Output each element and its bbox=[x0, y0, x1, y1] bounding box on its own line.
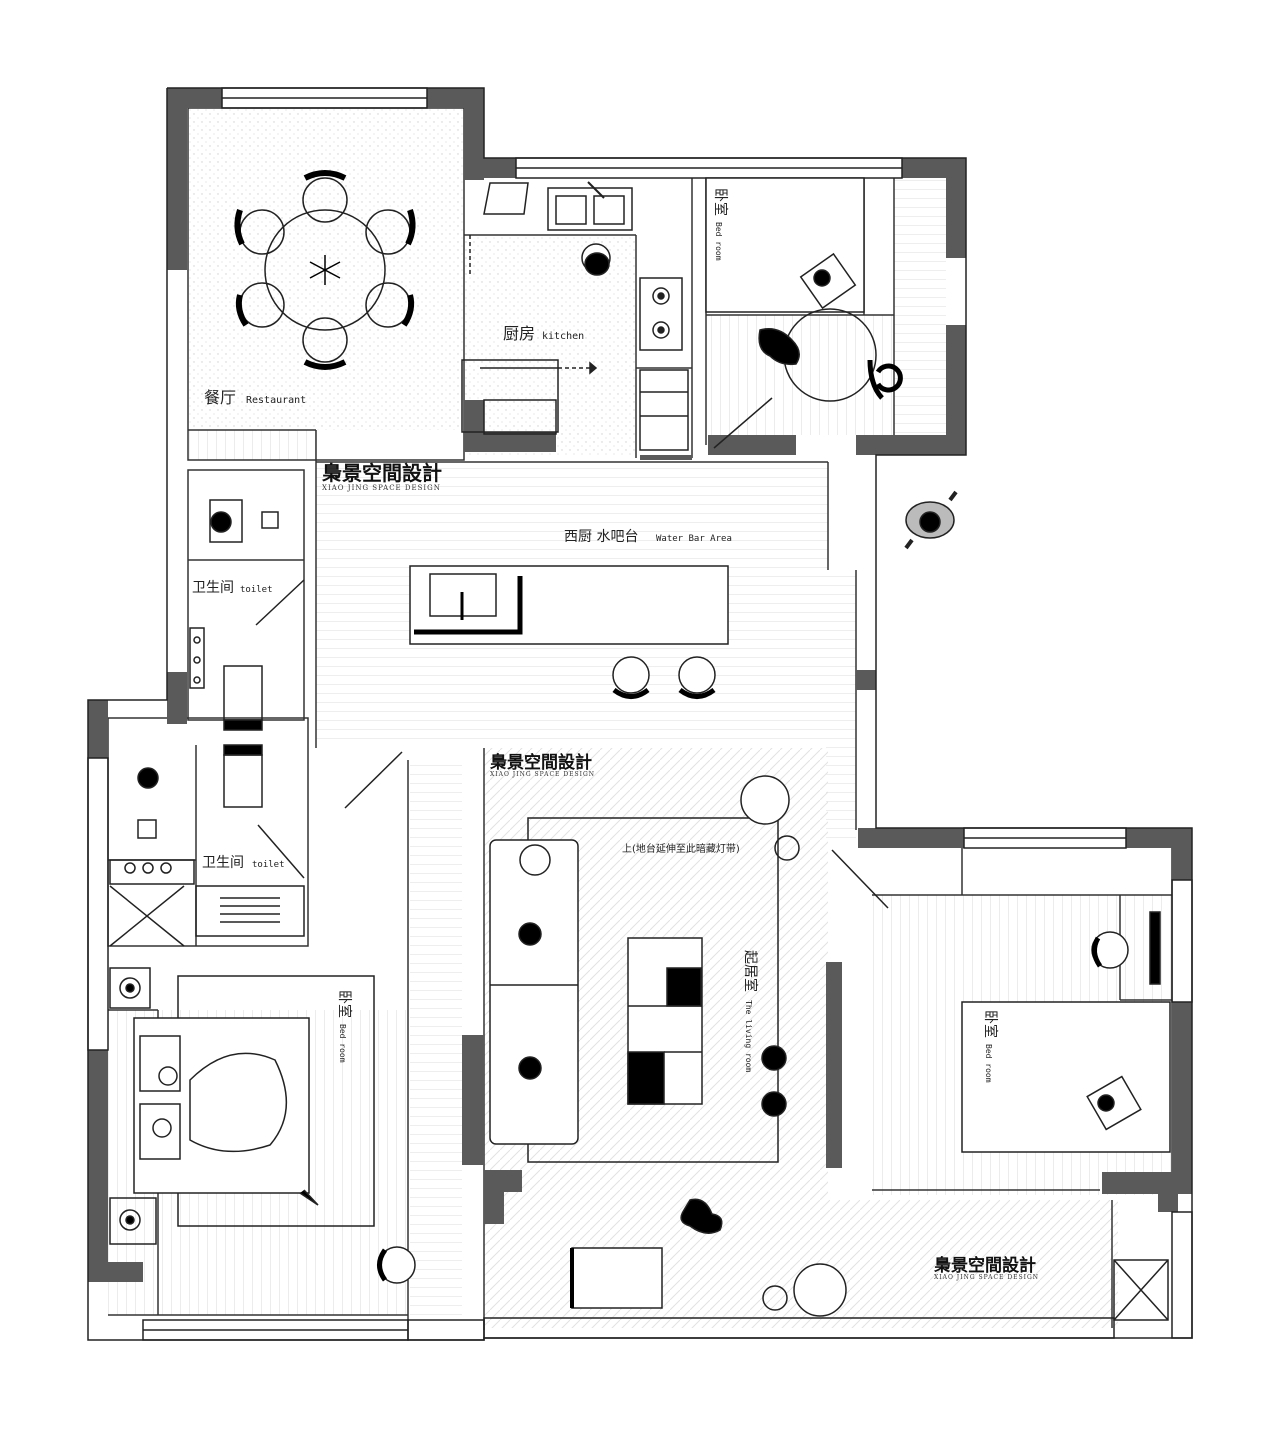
toilet-lower-fixtures bbox=[109, 744, 305, 947]
doors bbox=[255, 235, 889, 909]
bedroom-top-closet bbox=[894, 178, 946, 433]
toilet-upper-fixtures bbox=[189, 499, 279, 731]
restaurant-label-en: Restaurant bbox=[246, 395, 306, 406]
brand-sub-3: XIAO JING SPACE DESIGN bbox=[934, 1274, 1039, 1281]
room-labels: 餐厅 Restaurant 厨房 kitchen 卧室 Bed room 西厨 … bbox=[192, 188, 999, 1083]
living-floor-2 bbox=[828, 1200, 1118, 1328]
brand-name-3: 梟景空間設計 bbox=[933, 1255, 1036, 1276]
bedroom-top-label-en: Bed room bbox=[714, 222, 723, 261]
kitchen-label-zh: 厨房 bbox=[503, 324, 535, 343]
outline bbox=[87, 87, 1193, 1341]
bedroom-left-label-en: Bed room bbox=[338, 1024, 347, 1063]
kitchen-fixtures bbox=[461, 181, 689, 451]
brand-name-1: 梟景空間設計 bbox=[321, 461, 442, 485]
toilet-lower-label-en: toilet bbox=[252, 860, 285, 870]
bedroom-left-closet bbox=[410, 760, 462, 1320]
door-bedroom-right bbox=[831, 849, 889, 909]
living-label-en: The living room bbox=[744, 1000, 753, 1072]
water-bar-island bbox=[409, 565, 729, 699]
bedroom-right-furniture bbox=[961, 911, 1171, 1321]
brand-sub-2: XIAO JING SPACE DESIGN bbox=[490, 771, 595, 778]
bedroom-left-furniture bbox=[109, 967, 416, 1284]
bedroom-right-label-zh: 卧室 bbox=[982, 1010, 999, 1038]
living-label-zh: 起居室 bbox=[742, 950, 759, 992]
toilet-upper-label-en: toilet bbox=[240, 585, 273, 595]
door-toilet-lower bbox=[257, 824, 305, 879]
bedroom-top-floor bbox=[706, 315, 894, 435]
person-entrance bbox=[904, 490, 958, 550]
brand-sub-1: XIAO JING SPACE DESIGN bbox=[322, 484, 441, 492]
bedroom-top-label-zh: 卧室 bbox=[712, 188, 729, 216]
toilet-upper-label-zh: 卫生间 bbox=[192, 580, 234, 596]
living-annotation: 上(地台延伸至此暗藏灯带) bbox=[622, 842, 740, 855]
furniture bbox=[109, 170, 1171, 1321]
door-toilet-upper bbox=[255, 579, 305, 626]
door-bedroom-top bbox=[713, 397, 773, 449]
bedroom-left-label-zh: 卧室 bbox=[336, 990, 353, 1018]
corridor-floor bbox=[826, 570, 856, 840]
restaurant-step bbox=[188, 430, 316, 460]
door-bedroom-left bbox=[344, 751, 403, 809]
waterbar-label-en: Water Bar Area bbox=[656, 534, 732, 544]
waterbar-label-zh: 西厨 水吧台 bbox=[564, 529, 638, 545]
walls bbox=[88, 88, 1192, 1282]
dining-table-set bbox=[234, 170, 416, 370]
toilet-lower-label-zh: 卫生间 bbox=[202, 855, 244, 871]
restaurant-label-zh: 餐厅 bbox=[204, 388, 236, 407]
bedroom-top-furniture bbox=[705, 177, 903, 402]
kitchen-label-en: kitchen bbox=[542, 331, 584, 342]
living-room-furniture bbox=[489, 775, 847, 1317]
bedroom-right-label-en: Bed room bbox=[984, 1044, 993, 1083]
kitchen-floor bbox=[464, 235, 636, 457]
brand-watermarks: 梟景空間設計 XIAO JING SPACE DESIGN 梟景空間設計 XIA… bbox=[321, 461, 1039, 1281]
brand-name-2: 梟景空間設計 bbox=[489, 752, 592, 773]
